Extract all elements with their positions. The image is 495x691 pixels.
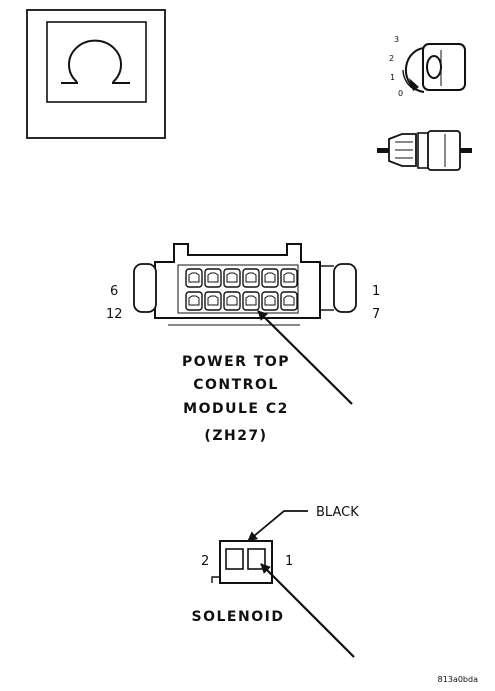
pin-cavity [204, 291, 222, 311]
module-label-line-1: POWER TOP [182, 354, 290, 370]
pin-cavity [242, 291, 260, 311]
pin-cavity [223, 268, 241, 288]
solenoid-pin-1: 1 [285, 554, 293, 569]
solenoid-pin-2: 2 [201, 554, 209, 569]
module-label-line-2: CONTROL [193, 377, 279, 393]
connector-plug-icon [377, 130, 472, 171]
ignition-position-0: 0 [398, 89, 403, 98]
wire-color-label: BLACK [316, 505, 359, 520]
pin-cavity [223, 291, 241, 311]
module-label-line-3: MODULE C2 [183, 401, 289, 417]
pin-number-6: 6 [110, 284, 118, 299]
ignition-position-1: 1 [390, 73, 395, 82]
pin-number-12: 12 [106, 307, 123, 322]
pin-number-7: 7 [372, 307, 380, 322]
pin-cavity [261, 291, 279, 311]
ignition-position-3: 3 [394, 35, 399, 44]
pin-cavity [185, 291, 203, 311]
pin-cavity [280, 268, 298, 288]
ignition-position-2: 2 [389, 54, 394, 63]
module-label-line-4: (ZH27) [204, 428, 267, 444]
ohm-icon [61, 39, 130, 84]
probe-arrow-c2 [257, 310, 353, 405]
connector-c2 [133, 243, 357, 326]
ohmmeter-box [26, 9, 166, 139]
ignition-key-icon: 3 2 1 0 [389, 35, 466, 98]
probe-arrow-solenoid [260, 563, 355, 658]
pin-cavity [242, 268, 260, 288]
figure-id: 813a0bda [438, 675, 478, 684]
pin-cavity [280, 291, 298, 311]
pin-cavity [204, 268, 222, 288]
pin-number-1: 1 [372, 284, 380, 299]
solenoid-label: SOLENOID [192, 609, 285, 625]
pin-cavities [185, 268, 298, 311]
pin-cavity [185, 268, 203, 288]
solenoid-connector [211, 540, 273, 584]
pin-cavity [261, 268, 279, 288]
black-wire-leader [247, 510, 308, 542]
